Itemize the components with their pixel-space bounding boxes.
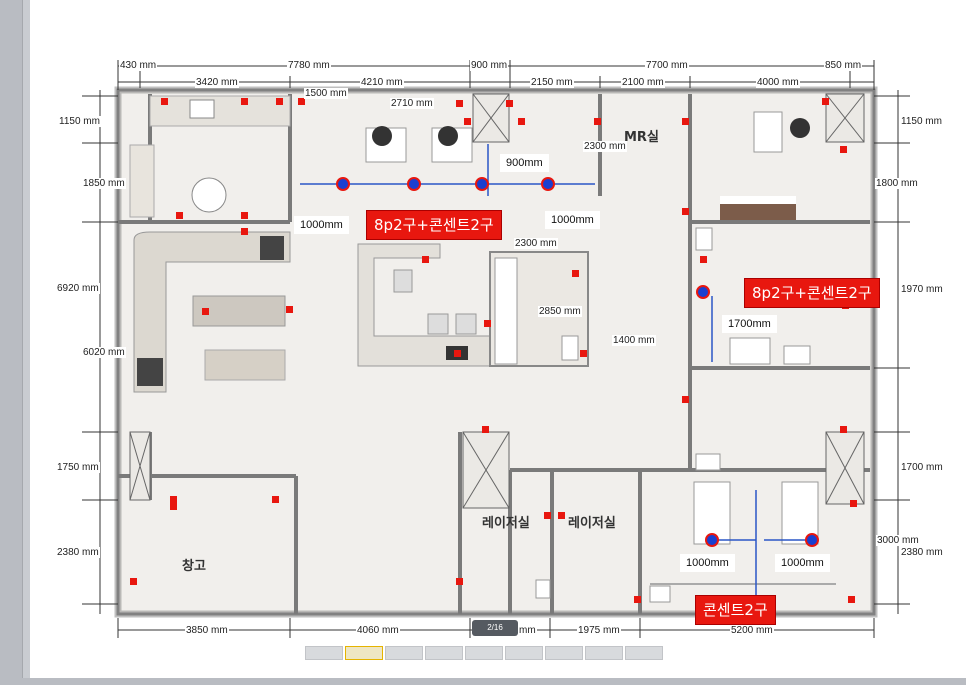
wire-marker [805,533,819,547]
thumbnail[interactable] [505,646,543,660]
measure-label: 1000mm [680,554,735,572]
callout-label: 8p2구+콘센트2구 [366,210,502,240]
viewer-bottom-frame [0,678,966,685]
dim-top-5: 850 mm [824,60,863,71]
dim-top-row2-2: 4210 mm [360,77,404,88]
dim-top-2: 7780 mm [287,60,331,71]
dim-right-3: 1970 mm [900,284,944,295]
page-indicator[interactable]: 2/16 [472,620,518,636]
dim-bottom-5: 5200 mm [730,625,774,636]
dim-left-2: 1850 mm [82,178,126,189]
callout-label: 콘센트2구 [695,595,776,625]
dim-inner-5: 2850 mm [538,306,582,317]
dim-right-4: 1700 mm [900,462,944,473]
dim-right-6: 2380 mm [900,547,944,558]
thumbnail-strip [305,646,663,660]
dim-inner-6: 1400 mm [612,335,656,346]
dim-top-row2-3: 2150 mm [530,77,574,88]
thumbnail[interactable] [305,646,343,660]
bench [204,349,286,381]
page-indicator-text: 2/16 [487,623,503,632]
dim-inner-2: 2710 mm [390,98,434,109]
measure-label: 1000mm [294,216,349,234]
dim-inner-1: 1500 mm [304,88,348,99]
wire-marker [407,177,421,191]
dim-bottom-4: 1975 mm [577,625,621,636]
wire-marker [696,285,710,299]
room-label-laser-1: 레이저실 [482,516,530,531]
measure-label: 1000mm [775,554,830,572]
room-label-storage: 창고 [182,559,206,574]
thumbnail[interactable] [465,646,503,660]
wire-marker [475,177,489,191]
wire-marker [705,533,719,547]
room-label-laser-2: 레이저실 [568,516,616,531]
stove [260,236,284,260]
thumbnail[interactable] [425,646,463,660]
dim-top-3: 900 mm [470,60,509,71]
measure-label: 900mm [500,154,549,172]
dim-right-1: 1150 mm [900,116,943,127]
dim-left-5: 1750 mm [56,462,100,473]
dim-inner-4: 2300 mm [514,238,558,249]
wire-markers [336,177,819,547]
dim-left-6: 2380 mm [56,547,100,558]
viewer-left-frame [0,0,23,685]
dim-left-3: 6920 mm [56,283,100,294]
dim-bottom-1: 3850 mm [185,625,229,636]
thumbnail[interactable] [385,646,423,660]
dim-top-4: 7700 mm [645,60,689,71]
thumbnail[interactable] [625,646,663,660]
room-label-mr: MR실 [624,130,659,145]
dim-top-row2-4: 2100 mm [621,77,665,88]
dim-top-1: 430 mm [119,60,158,71]
dim-bottom-2: 4060 mm [356,625,400,636]
sink-cabinet [149,95,291,127]
measure-label: 1700mm [722,315,777,333]
dim-top-row2-1: 3420 mm [195,77,239,88]
wire-marker [541,177,555,191]
dim-top-row2-5: 4000 mm [756,77,800,88]
round-table [191,177,227,213]
callout-label: 8p2구+콘센트2구 [744,278,880,308]
thumbnail[interactable] [545,646,583,660]
stove-2 [137,358,163,386]
dim-inner-3: 2300 mm [583,141,627,152]
dim-left-1: 1150 mm [58,116,101,127]
thumbnail-active[interactable] [345,646,383,660]
dim-right-5: 3000 mm [876,535,920,546]
dim-left-4: 6020 mm [82,347,126,358]
dim-bottom-3: mm [518,625,537,636]
wire-marker [336,177,350,191]
measure-label: 1000mm [545,211,600,229]
dim-right-2: 1800 mm [875,178,919,189]
thumbnail[interactable] [585,646,623,660]
